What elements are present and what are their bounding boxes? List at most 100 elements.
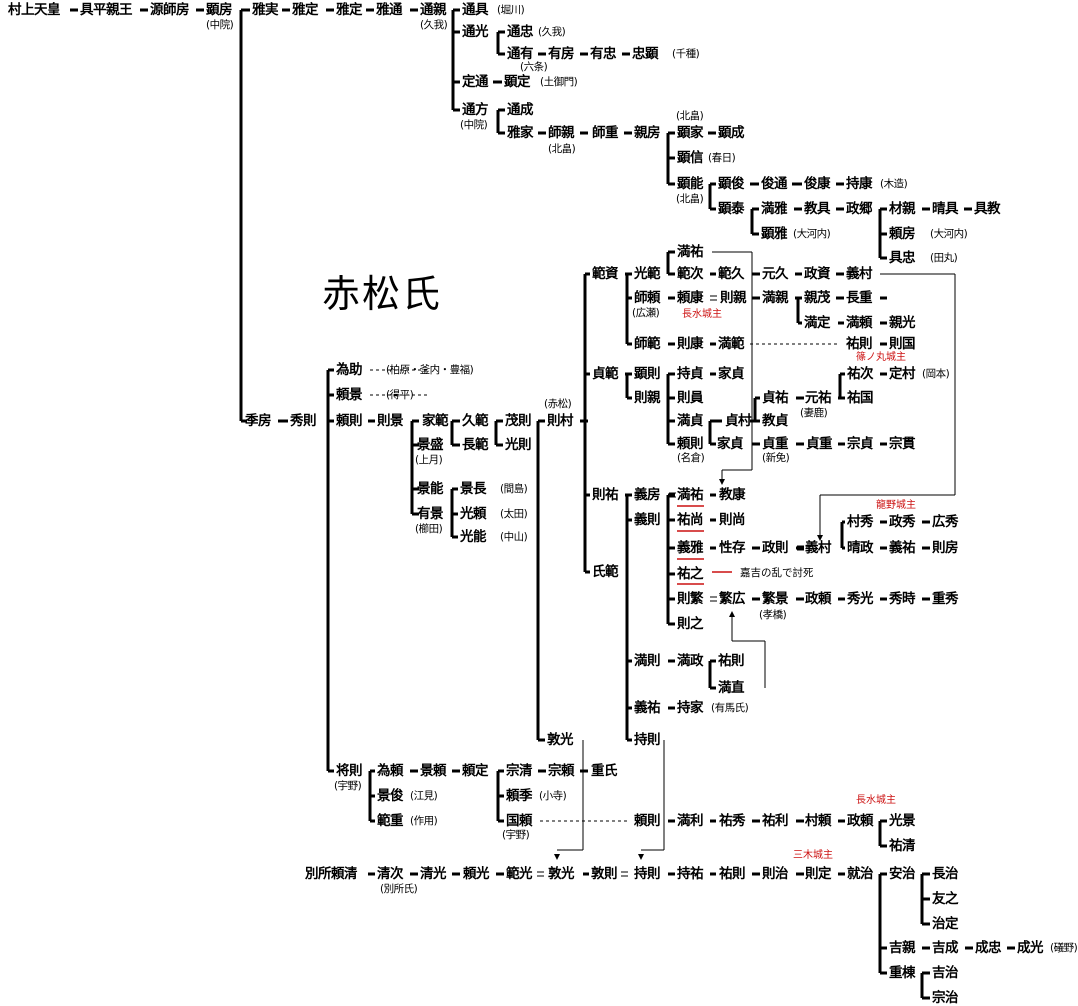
person-name: 晴具	[932, 201, 959, 217]
person-name: 材親	[889, 201, 916, 217]
person-name: 雅定	[292, 2, 319, 18]
person-name: 雅家	[507, 125, 534, 141]
person-name: 顕能	[677, 176, 704, 192]
person-name: 有房	[548, 46, 575, 62]
person-name: 通方	[462, 102, 489, 118]
person-name: 頼光	[463, 866, 490, 882]
person-name: 景頼	[420, 763, 447, 779]
person-name: 満親	[762, 290, 789, 306]
person-name: 通成	[507, 102, 534, 118]
person-name: 光景	[889, 813, 916, 829]
person-name: 範光	[506, 866, 533, 882]
person-name: 景能	[417, 481, 444, 497]
person-name: 満雅	[761, 201, 788, 217]
person-name: 友之	[932, 891, 959, 907]
person-name: 師範	[634, 336, 661, 352]
person-name: 師頼	[634, 290, 661, 306]
person-name: 範久	[718, 266, 745, 282]
person-name: 通具	[462, 2, 489, 18]
person-name: 繁景	[762, 591, 789, 607]
family-branch-label: (北畠)	[676, 193, 704, 205]
family-branch-label: (久我)	[538, 26, 566, 38]
person-name: 景長	[460, 481, 487, 497]
chart-title: 赤松氏	[322, 272, 443, 316]
person-name: 家範	[422, 413, 449, 429]
person-name: 家貞	[717, 436, 744, 452]
person-name: 安治	[889, 866, 916, 882]
person-name: 則尚	[719, 512, 746, 528]
family-branch-label: (広瀬)	[632, 307, 660, 319]
person-name: 広秀	[932, 514, 959, 530]
family-branch-label: (妻鹿)	[800, 407, 828, 419]
person-name: 景盛	[417, 437, 444, 453]
person-name: 成光	[1017, 940, 1044, 956]
person-name: 光則	[505, 437, 532, 453]
family-branch-label: (有馬氏)	[711, 702, 749, 714]
person-name: 清次	[377, 866, 404, 882]
family-branch-label: (北畠)	[548, 143, 576, 155]
person-name: 則繁	[677, 591, 704, 607]
person-name: 重氏	[591, 763, 618, 779]
person-name: 則定	[805, 866, 832, 882]
person-name: 氏範	[592, 564, 619, 580]
person-name: 宗治	[932, 990, 959, 1006]
person-name: 頼則	[677, 436, 704, 452]
person-name: 師重	[592, 125, 619, 141]
person-name: 定村	[889, 366, 916, 382]
person-name: 貞重	[762, 436, 789, 452]
person-name: 通有	[507, 46, 534, 62]
person-name: 宗貞	[847, 436, 874, 452]
family-branch-label: (春日)	[708, 152, 736, 164]
person-name: 茂則	[505, 413, 532, 429]
person-name: 顕俊	[718, 176, 745, 192]
person-name: 範重	[377, 813, 404, 829]
person-name: 祐尚	[677, 512, 704, 528]
person-name: 満頼	[846, 315, 873, 331]
person-name: 範資	[592, 266, 619, 282]
legend-text: 嘉吉の乱で討死	[740, 567, 814, 579]
person-name: 宗清	[506, 763, 533, 779]
person-name: 頼則	[634, 813, 661, 829]
family-branch-label: (千種)	[672, 48, 700, 60]
person-name: 義祐	[634, 700, 661, 716]
family-branch-label: (宇野)	[334, 780, 362, 792]
person-name: 頼定	[462, 763, 489, 779]
person-name: 持康	[846, 176, 873, 192]
person-name: 祐則	[846, 336, 873, 352]
castle-lord-label: 長水城主	[856, 795, 896, 806]
person-name: 教具	[804, 201, 831, 217]
person-name: 秀光	[847, 591, 874, 607]
person-name: 貞村	[725, 413, 752, 429]
person-name: 頼景	[336, 387, 363, 403]
person-name: 顕房	[206, 2, 233, 18]
person-name: 敦則	[591, 866, 618, 882]
person-name: 祐清	[889, 838, 916, 854]
family-branch-label: (六条)	[520, 61, 548, 73]
person-name: 親房	[634, 125, 661, 141]
person-name: 家貞	[718, 366, 745, 382]
person-name: 雅通	[376, 2, 403, 18]
person-name: 長範	[462, 437, 489, 453]
person-name: 頼康	[677, 290, 704, 306]
person-name: 貞祐	[762, 390, 789, 406]
person-name: 晴政	[847, 540, 874, 556]
person-name: 雅定	[336, 2, 363, 18]
person-name: 義村	[805, 540, 832, 556]
person-name: 具教	[974, 201, 1001, 217]
person-name: 則治	[762, 866, 789, 882]
castle-lord-label: 篠ノ丸城主	[856, 352, 906, 363]
family-branch-label: (田丸)	[930, 252, 958, 264]
person-name: 俊康	[804, 176, 831, 192]
castle-lord-label: 龍野城主	[876, 500, 916, 511]
person-name: 則親	[634, 390, 661, 406]
family-branch-label: (太田)	[500, 508, 528, 520]
person-name: 顕定	[504, 74, 531, 90]
person-name: 持則	[634, 866, 661, 882]
arrow-head-icon	[729, 611, 735, 617]
person-name: 持貞	[677, 366, 704, 382]
person-name: 祐則	[719, 866, 746, 882]
person-name: 満利	[677, 813, 704, 829]
person-name: 敦光	[547, 732, 574, 748]
